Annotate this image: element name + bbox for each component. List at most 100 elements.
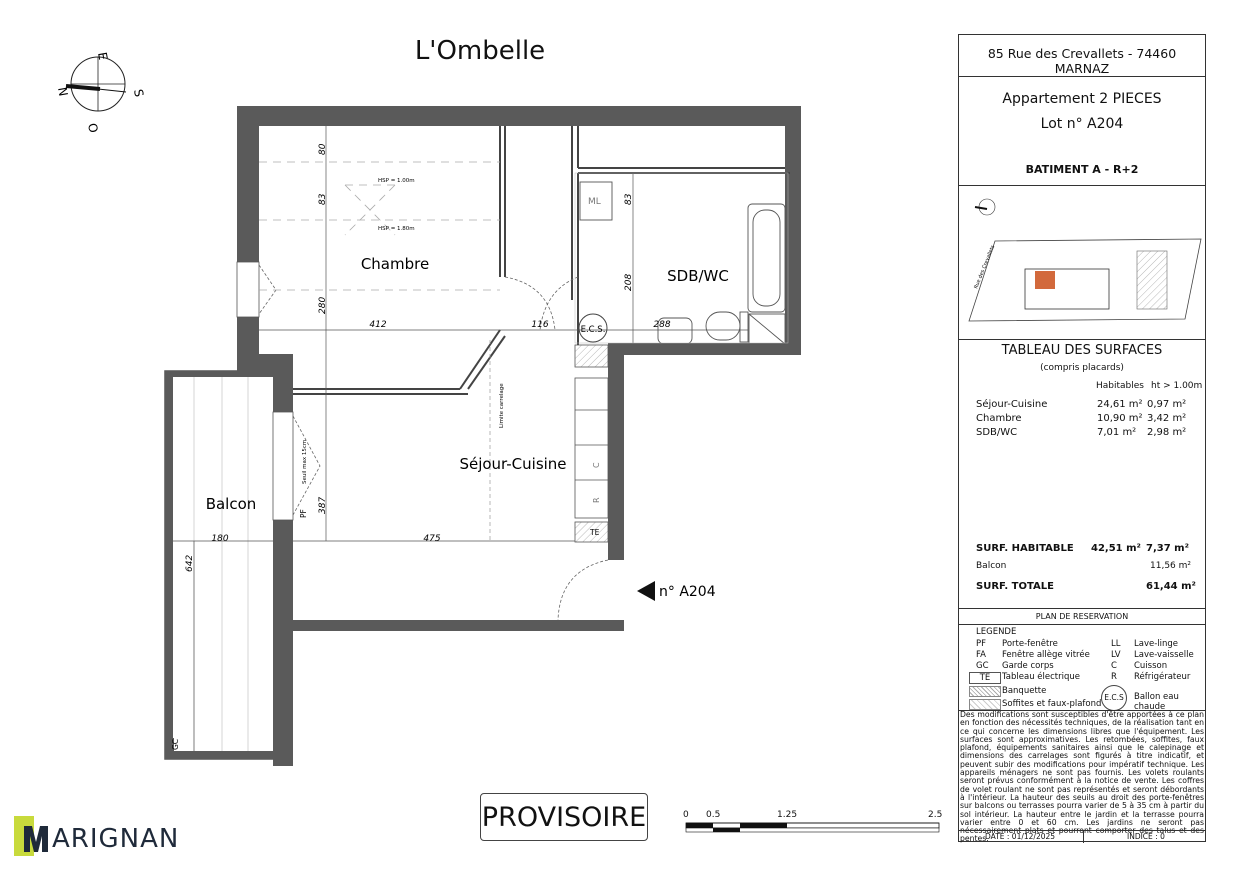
site-plan: Rue des Crevallets xyxy=(968,198,1202,322)
col-habitables: Habitables xyxy=(1096,381,1144,391)
limite-carrelage-label: Limite carrelage xyxy=(499,383,505,428)
scale-125: 1.25 xyxy=(777,810,798,820)
legend-code: PF xyxy=(976,639,987,649)
legend-code: R xyxy=(1111,672,1117,682)
row-name: Chambre xyxy=(976,413,1022,424)
scale-25: 2.5 xyxy=(928,810,943,820)
legend-code: LL xyxy=(1111,639,1121,649)
address: 85 Rue des Crevallets - 74460 MARNAZ xyxy=(987,46,1177,76)
banquette-swatch xyxy=(969,686,1001,697)
info-panel: 85 Rue des Crevallets - 74460 MARNAZ App… xyxy=(958,34,1206,844)
te-label: TE xyxy=(589,528,600,537)
surf-tot-val: 61,44 m² xyxy=(1146,581,1196,592)
entry-door-gap xyxy=(608,560,624,620)
dim-412: 412 xyxy=(369,320,386,330)
gc-label: GC xyxy=(171,739,180,750)
balcon-label: Balcon xyxy=(976,561,1007,571)
legend-code: TE xyxy=(969,672,1001,684)
kitchen-counter xyxy=(574,344,609,543)
table-title: TABLEAU DES SURFACES xyxy=(1001,343,1163,358)
legend-text: Porte-fenêtre xyxy=(1002,639,1058,649)
hsp-1m-label: HSP = 1.00m xyxy=(378,178,415,184)
surf-hab-label: SURF. HABITABLE xyxy=(976,543,1074,554)
row-hab: 10,90 m² xyxy=(1097,413,1143,424)
dim-80: 80 xyxy=(318,143,328,155)
room-sejour: Séjour-Cuisine xyxy=(459,455,566,473)
compass-rose xyxy=(65,56,127,112)
scale-05: 0.5 xyxy=(706,810,721,820)
dim-83a: 83 xyxy=(318,193,328,205)
dim-280: 280 xyxy=(318,297,328,314)
hsp-18m-label: HSP = 1.80m xyxy=(378,226,415,232)
compass-s: S xyxy=(131,88,146,98)
room-chambre: Chambre xyxy=(361,255,429,273)
dim-642: 642 xyxy=(185,555,195,572)
legend-text: Réfrigérateur xyxy=(1134,672,1191,682)
pf-swing xyxy=(292,415,321,516)
door-chambre xyxy=(504,276,556,331)
floor-plan: N E S O xyxy=(55,51,940,833)
ecs-label: E.C.S. xyxy=(581,325,606,335)
table-subtitle: (compris placards) xyxy=(1040,363,1124,373)
legend-text: Cuisson xyxy=(1134,661,1168,671)
cuisson-label: C xyxy=(592,462,601,468)
legend-ballon: Ballon eau chaude xyxy=(1134,692,1179,712)
ml-label: ML xyxy=(588,197,601,207)
legend-banquette: Banquette xyxy=(1002,686,1047,696)
legend-title: LEGENDE xyxy=(976,627,1017,637)
room-sdb: SDB/WC xyxy=(667,267,729,285)
hsp-lines xyxy=(259,161,500,291)
lot-arrow-icon xyxy=(637,581,655,601)
dim-116: 116 xyxy=(531,320,548,330)
compass-e: E xyxy=(95,51,110,61)
disclaimer: Des modifications sont susceptibles d'êt… xyxy=(960,710,1204,844)
compass-n: N xyxy=(55,86,70,97)
frigo-label: R xyxy=(592,497,601,503)
door-sdb xyxy=(539,276,579,331)
plan-reservation: PLAN DE RESERVATION xyxy=(1035,612,1129,621)
row-ht: 2,98 m² xyxy=(1147,427,1187,438)
soffites-swatch xyxy=(969,699,1001,710)
ecs-legend-icon: E.C.S xyxy=(1101,685,1127,711)
dim-288: 288 xyxy=(653,320,670,330)
row-name: Séjour-Cuisine xyxy=(976,399,1048,410)
room-balcon: Balcon xyxy=(206,495,257,513)
site-road: Rue des Crevallets xyxy=(973,244,996,290)
indice: INDICE : 0 xyxy=(1127,832,1165,841)
dim-180: 180 xyxy=(211,534,228,544)
legend-text: Garde corps xyxy=(1002,661,1054,671)
surf-tot-label: SURF. TOTALE xyxy=(976,581,1054,592)
surf-hab-val: 42,51 m² xyxy=(1091,543,1141,554)
balcon-val: 11,56 m² xyxy=(1150,561,1192,571)
legend-code: C xyxy=(1111,661,1117,671)
compass-o: O xyxy=(85,122,100,134)
col-ht: ht > 1.00m xyxy=(1151,381,1203,391)
legend-soffites: Soffites et faux-plafond xyxy=(1002,699,1102,709)
entry-door xyxy=(557,559,609,621)
balcony-slab xyxy=(164,370,276,760)
row-ht: 0,97 m² xyxy=(1147,399,1187,410)
row-hab: 24,61 m² xyxy=(1097,399,1143,410)
logo-text: ARIGNAN xyxy=(52,824,180,854)
provisoire-stamp: PROVISOIRE xyxy=(480,793,648,841)
porte-fenetre-sejour xyxy=(272,411,294,521)
legend-text: Fenêtre allège vitrée xyxy=(1002,650,1090,660)
legend-code: GC xyxy=(976,661,989,671)
lot-number: Lot n° A204 xyxy=(1040,116,1124,132)
gc-marker xyxy=(168,738,174,752)
legend-text: Lave-linge xyxy=(1134,639,1179,649)
lot-arrow-label: n° A204 xyxy=(659,584,716,600)
apt-type: Appartement 2 PIECES xyxy=(1002,91,1162,107)
sdb-fixtures xyxy=(574,172,789,345)
dimension-lines xyxy=(173,126,748,751)
date: DATE : 01/12/2025 xyxy=(985,832,1056,841)
window-swing xyxy=(258,264,277,315)
row-hab: 7,01 m² xyxy=(1097,427,1137,438)
legend-text: Lave-vaisselle xyxy=(1134,650,1194,660)
legend-text: Tableau électrique xyxy=(1002,672,1080,682)
residence-title: L'Ombelle xyxy=(414,36,546,66)
logo-m: M xyxy=(15,824,16,825)
row-name: SDB/WC xyxy=(976,427,1018,438)
dim-475: 475 xyxy=(423,534,440,544)
ecs-boiler xyxy=(578,313,608,343)
